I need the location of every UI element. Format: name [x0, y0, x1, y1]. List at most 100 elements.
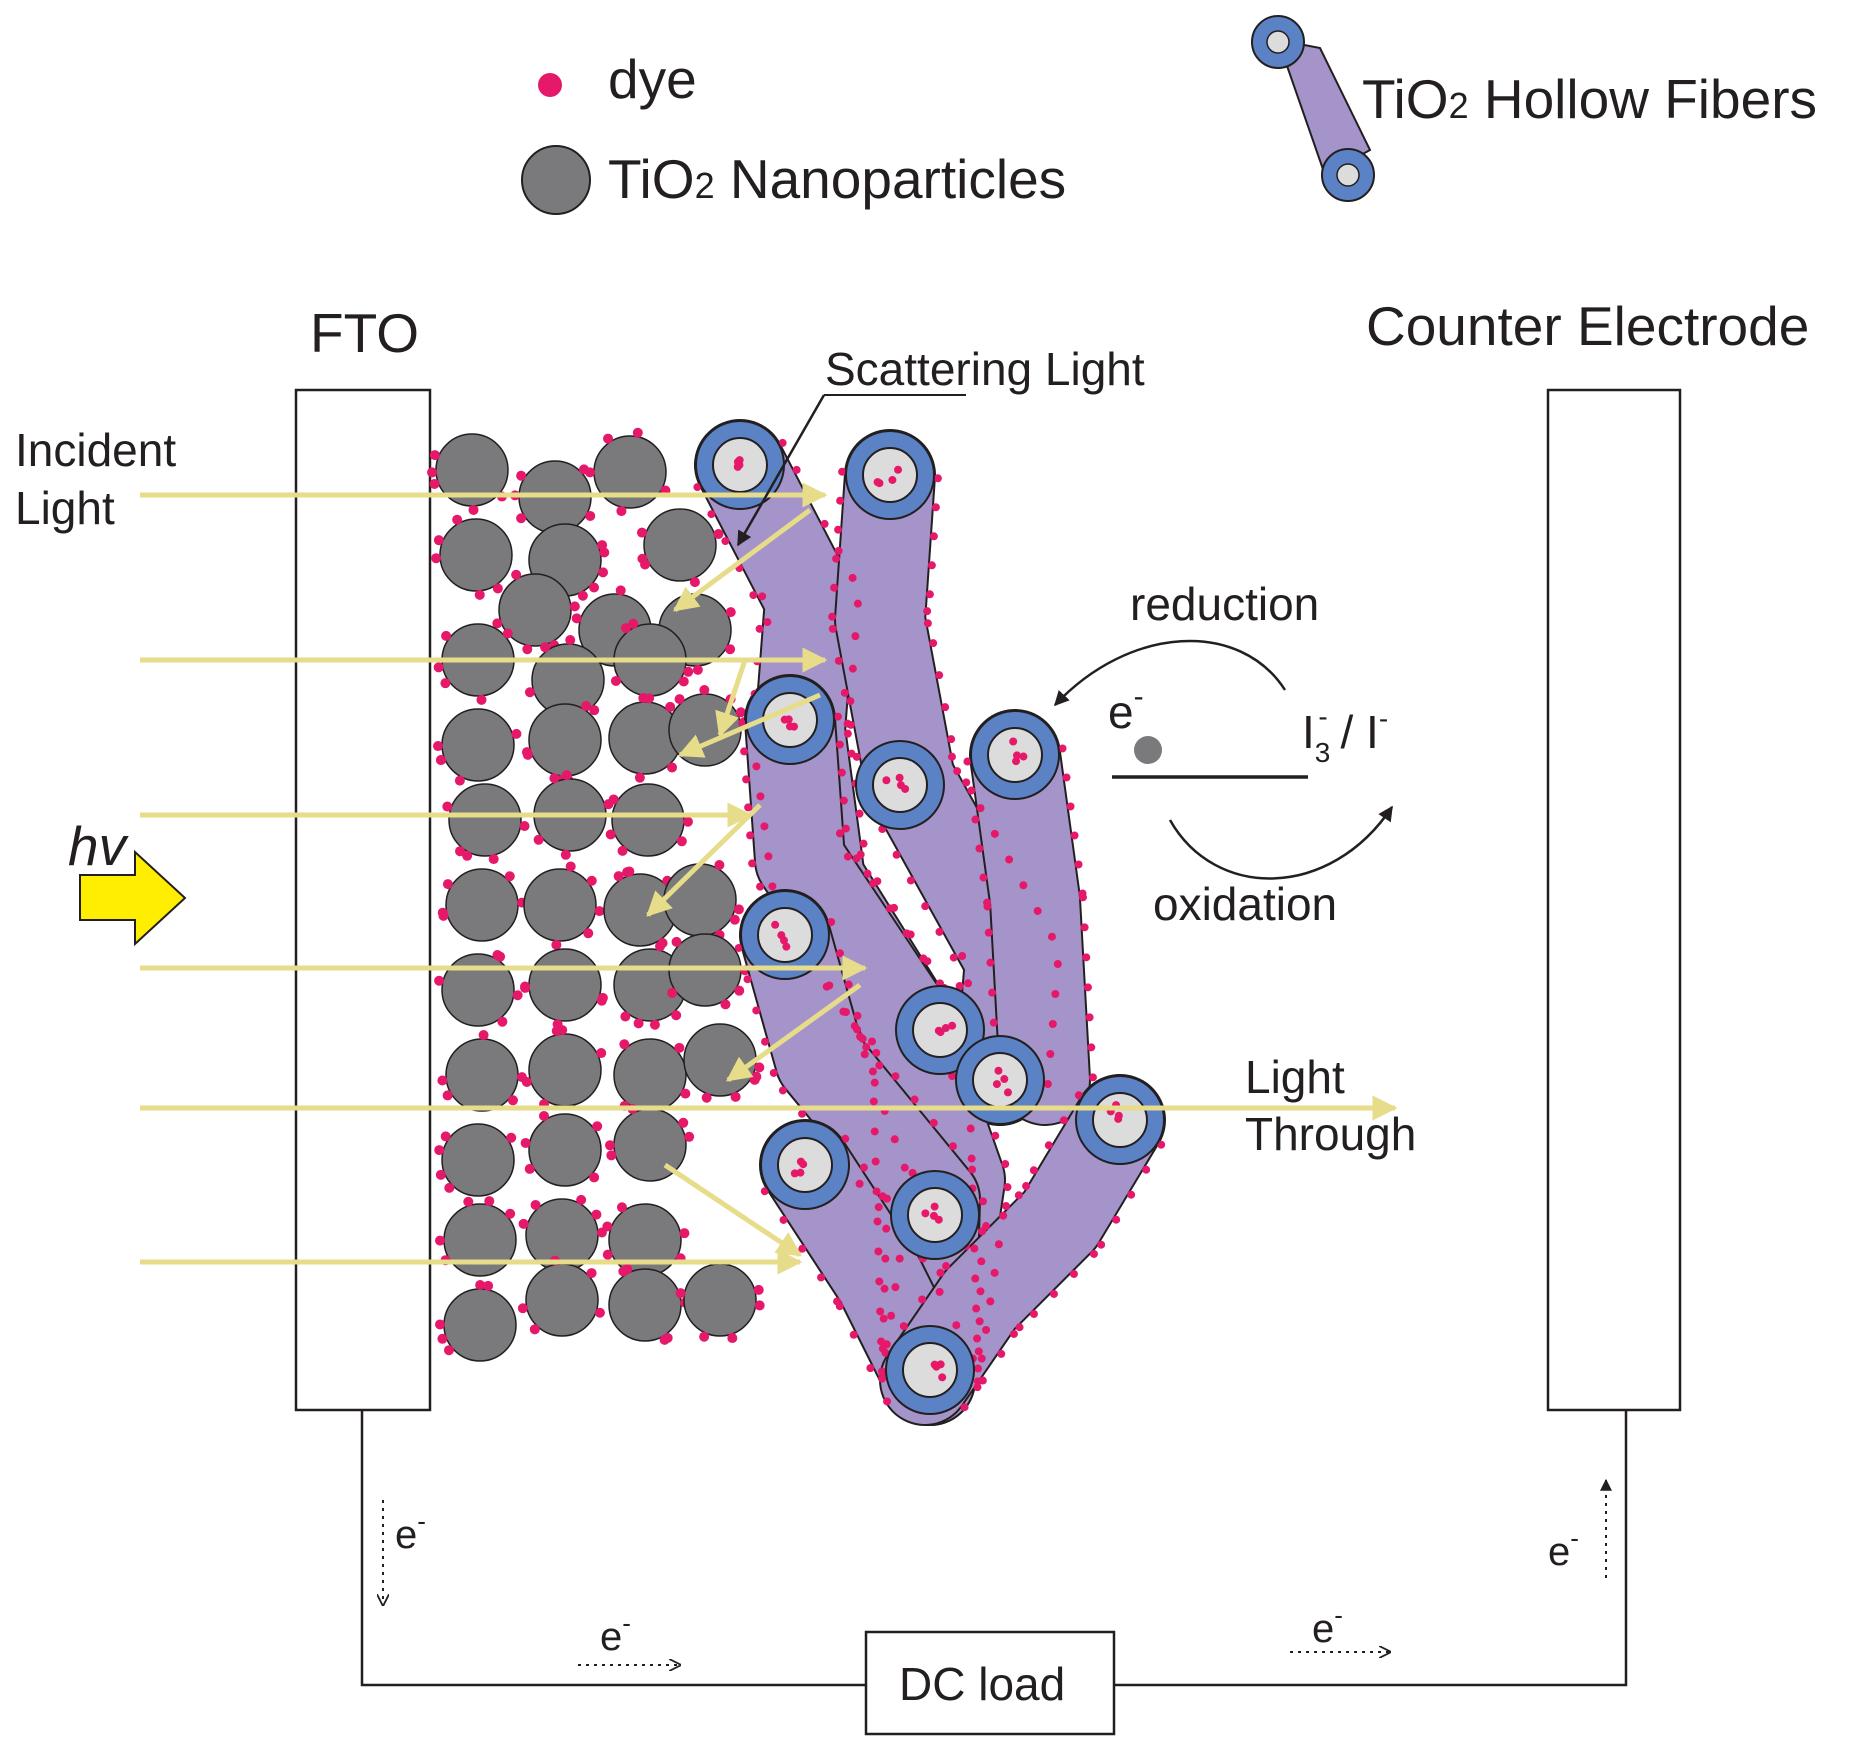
- dye-dot: [978, 1376, 987, 1385]
- light-ray-arrow: [715, 659, 748, 738]
- tio2-nanoparticle: [528, 1033, 602, 1107]
- dye-dot: [1003, 1088, 1012, 1097]
- dye-dot: [1043, 1079, 1052, 1088]
- dye-dot: [991, 1131, 1000, 1140]
- dye-dot: [863, 869, 872, 878]
- dye-dot: [994, 1066, 1003, 1075]
- dye-dot: [1047, 932, 1056, 941]
- dye-dot: [1074, 1091, 1083, 1100]
- dye-dot: [589, 705, 600, 716]
- dye-dot: [520, 1137, 531, 1148]
- light-ray-arrow: [646, 803, 762, 917]
- dye-dot: [725, 644, 736, 655]
- dye-dot: [478, 1030, 489, 1041]
- dye-dot: [1009, 737, 1018, 746]
- dye-dot: [622, 1264, 633, 1275]
- dye-dot: [1029, 1309, 1038, 1318]
- dye-dot: [602, 1249, 613, 1260]
- dye-dot: [620, 623, 631, 634]
- dye-dot: [520, 982, 531, 993]
- fto-label: FTO: [310, 302, 419, 364]
- dye-dot: [435, 1319, 446, 1330]
- dye-dot: [990, 1268, 999, 1277]
- dye-dot: [488, 854, 499, 865]
- electron-dot: [1134, 736, 1162, 764]
- dye-dot: [506, 1132, 517, 1143]
- tio2-nanoparticle: [441, 708, 515, 782]
- dye-dot: [977, 1354, 986, 1363]
- dye-dot: [1080, 923, 1089, 932]
- dye-dot: [431, 553, 442, 564]
- dye-dot: [1078, 893, 1087, 902]
- dye-dot: [659, 1334, 670, 1345]
- dye-dot: [551, 939, 562, 950]
- dye-dot: [725, 607, 736, 618]
- dye-dot: [923, 607, 932, 616]
- dye-dot: [908, 1168, 917, 1177]
- dye-dot: [760, 822, 769, 831]
- dye-dot: [883, 1397, 892, 1406]
- dye-dot: [1070, 831, 1079, 840]
- light-through-label-1: Light: [1245, 1051, 1345, 1103]
- dye-dot: [947, 752, 956, 761]
- tio2-nanoparticle: [643, 508, 717, 582]
- dye-dot: [853, 1011, 862, 1020]
- dye-dot: [841, 1134, 850, 1143]
- dye-dot: [622, 867, 633, 878]
- tio2-nanoparticle: [608, 1268, 682, 1342]
- dye-dot: [835, 740, 844, 749]
- dye-dot: [790, 1169, 799, 1178]
- dye-dot: [949, 953, 958, 962]
- dye-dot: [442, 801, 453, 812]
- dye-dot: [519, 821, 530, 832]
- dye-dot: [756, 792, 765, 801]
- dye-dot: [990, 829, 999, 838]
- dye-dot: [839, 1007, 848, 1016]
- dye-dot: [678, 1117, 689, 1128]
- dye-dot: [720, 999, 731, 1010]
- dye-dot: [1157, 1140, 1166, 1149]
- dye-dot: [1046, 1049, 1055, 1058]
- dye-dot: [529, 1324, 540, 1335]
- tio2-nanoparticle: [441, 1123, 515, 1197]
- dye-dot: [569, 601, 580, 612]
- dye-dot: [617, 845, 628, 856]
- dye-dot: [744, 803, 753, 812]
- dye-dot: [882, 1224, 891, 1233]
- dye-dot: [1097, 1240, 1106, 1249]
- dye-dot: [964, 979, 973, 988]
- dye-dot: [524, 687, 535, 698]
- dye-dot: [848, 664, 857, 673]
- dye-dot: [440, 1131, 451, 1142]
- dye-dot: [868, 1037, 877, 1046]
- dye-dot: [502, 628, 513, 639]
- dye-dot: [853, 599, 862, 608]
- dye-dot: [511, 728, 522, 739]
- dye-dot: [874, 1247, 883, 1256]
- dye-dot: [929, 1118, 938, 1127]
- light-through-label-2: Through: [1245, 1108, 1416, 1160]
- dye-dot: [942, 1262, 951, 1271]
- dye-dot: [610, 675, 621, 686]
- dye-dot: [761, 1037, 770, 1046]
- dye-dot: [820, 519, 829, 528]
- light-ray-arrow: [725, 982, 862, 1083]
- dye-dot: [636, 527, 647, 538]
- dye-dot: [522, 644, 533, 655]
- dye-dot: [839, 796, 848, 805]
- dye-dot: [906, 876, 915, 885]
- dye-dot: [999, 1211, 1008, 1220]
- dye-dot: [640, 559, 651, 570]
- reduction-label: reduction: [1130, 578, 1319, 630]
- tio2-nanoparticle: [611, 783, 685, 857]
- dye-dot: [848, 573, 857, 582]
- dye-dot: [707, 510, 716, 519]
- dye-dot: [876, 1307, 885, 1316]
- dye-dot: [483, 1280, 494, 1291]
- dye-dot: [437, 907, 448, 918]
- dye-dot: [853, 1025, 862, 1034]
- dye-dot: [599, 547, 610, 558]
- dye-dot: [974, 1347, 983, 1356]
- dye-dot: [619, 1039, 630, 1050]
- dye-dot: [870, 1078, 879, 1087]
